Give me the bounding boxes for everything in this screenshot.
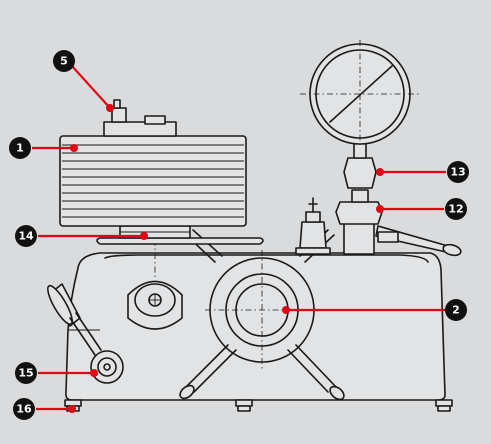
- left-handwheel: [47, 283, 102, 356]
- callout-5-label: 5: [60, 55, 68, 68]
- gauge-column: [335, 139, 383, 255]
- callout-14: 14: [15, 225, 37, 247]
- foot-middle: [235, 399, 253, 412]
- front-disk: [127, 280, 183, 330]
- callout-5: 5: [53, 50, 75, 72]
- pressure-lever: [375, 225, 462, 257]
- callout-13-label: 13: [450, 166, 465, 179]
- lower-spindle: [90, 350, 124, 384]
- callout-15: 15: [15, 362, 37, 384]
- weight-stack: [59, 135, 247, 227]
- valve-stud: [295, 197, 331, 255]
- callout-12: 12: [445, 198, 467, 220]
- top-cap: [103, 99, 177, 137]
- pressure-gauge: [300, 40, 420, 148]
- callout-2: 2: [445, 299, 467, 321]
- leaders: [32, 65, 446, 413]
- callout-15-label: 15: [18, 367, 33, 380]
- callout-13: 13: [447, 161, 469, 183]
- foot-right: [435, 399, 453, 412]
- callout-2-label: 2: [452, 304, 460, 317]
- crank-hub: [179, 229, 345, 401]
- callout-1-label: 1: [16, 142, 24, 155]
- callout-16-label: 16: [16, 403, 32, 416]
- callout-1: 1: [9, 137, 31, 159]
- callout-16: 16: [13, 398, 35, 420]
- callout-12-label: 12: [448, 203, 463, 216]
- leader-5: [71, 65, 111, 109]
- callout-14-label: 14: [18, 230, 34, 243]
